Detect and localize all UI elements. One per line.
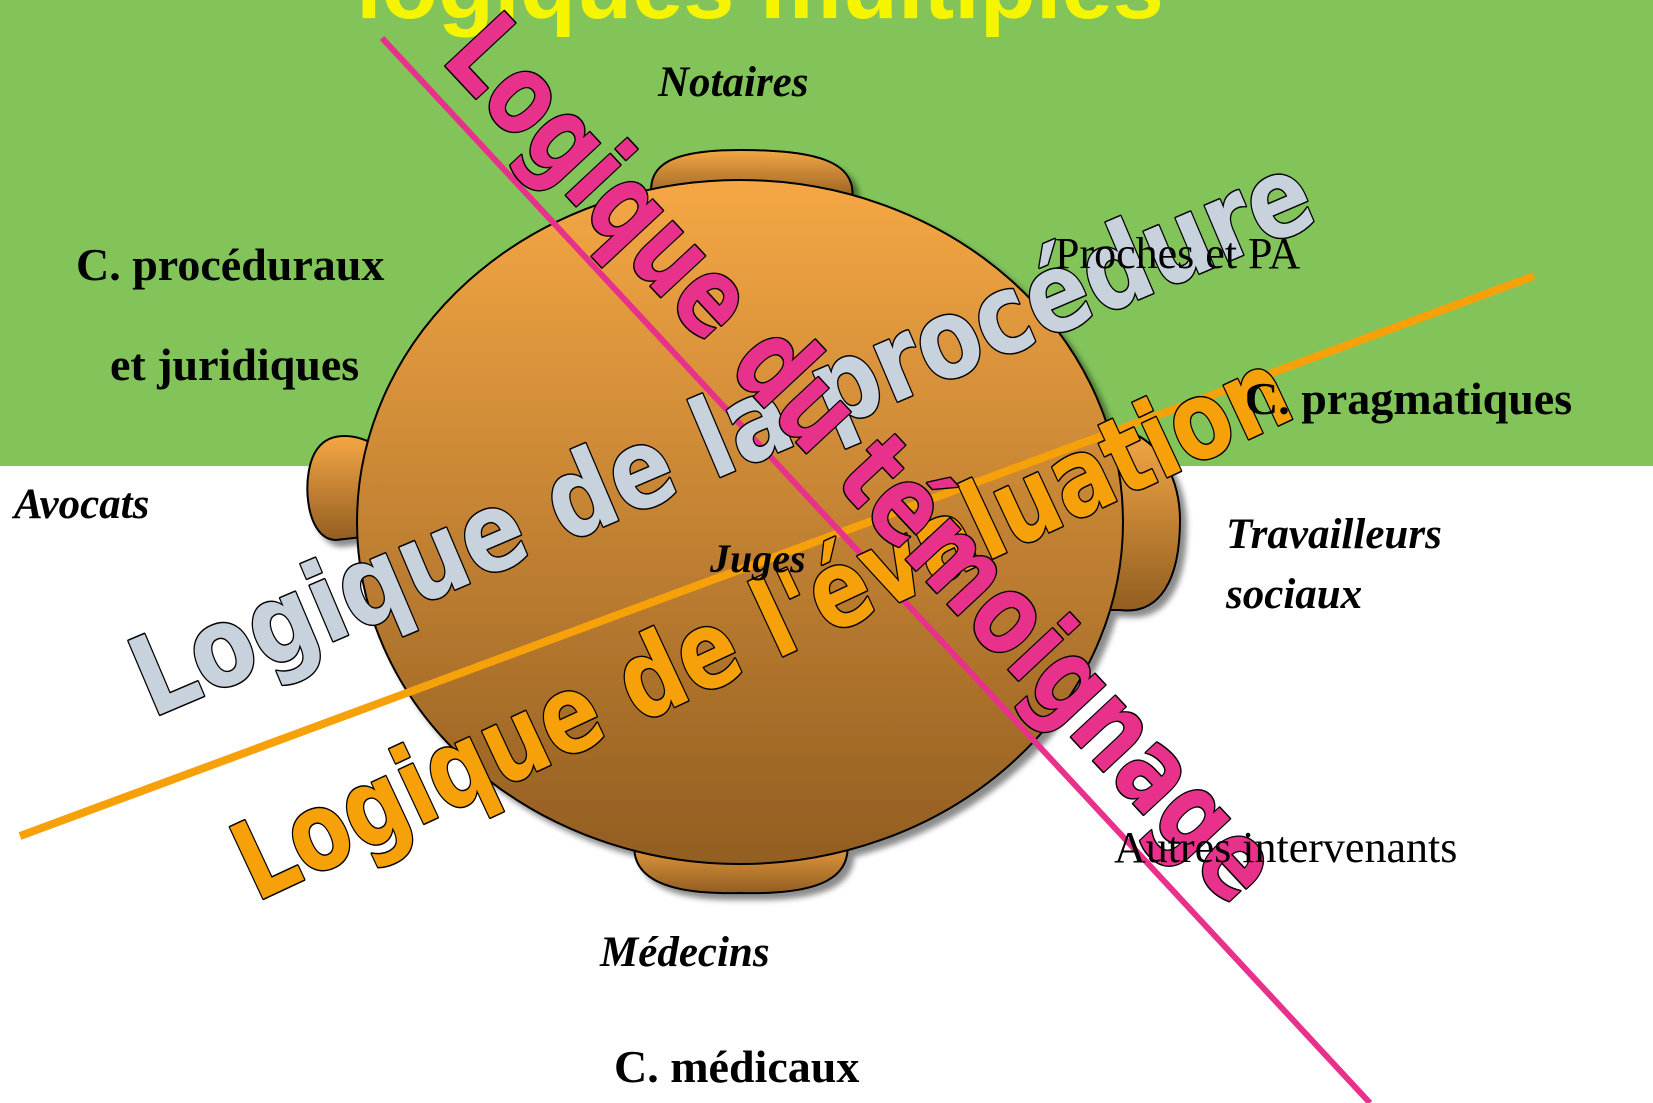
role-notaires: Notaires xyxy=(658,59,809,106)
category-medicaux: C. médicaux xyxy=(614,1041,860,1092)
category-proceduraux-line2: et juridiques xyxy=(110,339,360,390)
category-proceduraux-line1: C. procéduraux xyxy=(76,239,385,290)
role-travailleurs: Travailleurs xyxy=(1226,511,1442,558)
evaluation-axis-line xyxy=(18,272,1536,840)
role-juges: Juges xyxy=(710,536,806,581)
role-sociaux: sociaux xyxy=(1226,571,1363,618)
pot-body xyxy=(356,179,1124,865)
role-autres-intervenants: Autres intervenants xyxy=(1114,823,1458,872)
slide-title: logiques multiples xyxy=(356,0,1164,38)
temoignage-axis-line xyxy=(379,35,1373,1103)
role-proches: Proches et PA xyxy=(1055,229,1301,278)
pot-shape xyxy=(306,148,1182,895)
role-avocats: Avocats xyxy=(14,481,150,528)
category-pragmatiques: C. pragmatiques xyxy=(1245,373,1573,424)
role-medecins: Médecins xyxy=(600,929,770,976)
